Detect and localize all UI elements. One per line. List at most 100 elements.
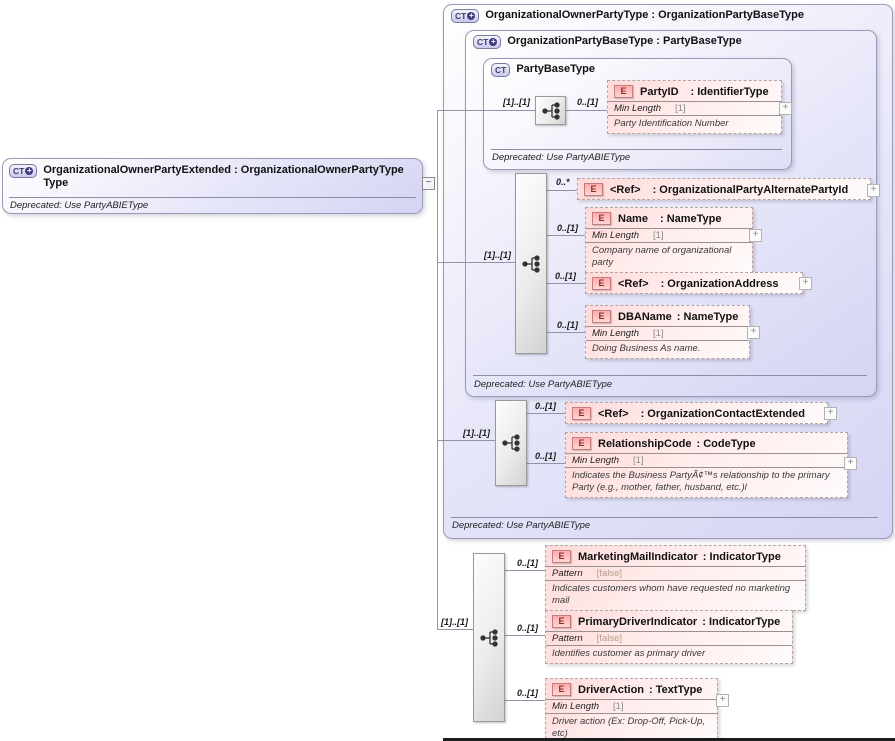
derived-plus-icon: + [467, 11, 476, 20]
sequence-compositor[interactable] [495, 400, 527, 486]
type-box-title: CT+ OrganizationPartyBaseType : PartyBas… [473, 35, 742, 49]
cardinality-label: 0..[1] [535, 451, 557, 461]
element-relationship-code[interactable]: E RelationshipCode : CodeType Min Length… [565, 432, 848, 498]
cardinality-label: [1]..[1] [503, 97, 530, 107]
divider [473, 375, 867, 376]
element-icon: E [592, 277, 611, 290]
expand-toggle[interactable]: + [747, 326, 760, 339]
expand-toggle[interactable]: + [749, 229, 762, 242]
facet-row: Pattern[false] [546, 631, 792, 645]
element-ref-organization-address[interactable]: E <Ref> : OrganizationAddress [585, 272, 803, 294]
divider [9, 197, 416, 198]
deprecated-note: Deprecated: Use PartyABIEType [10, 200, 149, 211]
cardinality-label: [1]..[1] [463, 428, 490, 438]
connector-line [545, 190, 577, 191]
type-title-text: OrganizationalOwnerPartyExtended : Organ… [43, 164, 404, 189]
element-header: E <Ref> : OrganizationalPartyAlternatePa… [578, 179, 870, 199]
expand-toggle[interactable]: + [824, 407, 837, 420]
facet-row: Pattern[false] [546, 566, 805, 580]
element-party-id[interactable]: E PartyID : IdentifierType Min Length[1]… [607, 80, 782, 134]
connector-line [503, 570, 545, 571]
element-header: E PartyID : IdentifierType [608, 81, 781, 101]
complex-type-icon: CT+ [473, 35, 502, 49]
connector-line [503, 635, 545, 636]
element-ref-organizational-party-alternate-party-id[interactable]: E <Ref> : OrganizationalPartyAlternatePa… [577, 178, 871, 200]
expand-toggle[interactable]: + [799, 277, 812, 290]
window-edge [443, 738, 895, 741]
connector-line [545, 332, 585, 333]
expand-toggle[interactable]: + [779, 102, 792, 115]
sequence-icon [480, 628, 498, 647]
element-annotation: Party Identification Number [608, 115, 781, 133]
type-title-text: OrganizationPartyBaseType : PartyBaseTyp… [507, 35, 742, 47]
type-title-text: OrganizationalOwnerPartyType : Organizat… [485, 9, 805, 21]
deprecated-note: Deprecated: Use PartyABIEType [492, 152, 631, 163]
cardinality-label: [1]..[1] [441, 617, 468, 627]
expand-toggle[interactable]: + [867, 184, 880, 197]
element-annotation: Identifies customer as primary driver [546, 645, 792, 663]
divider [491, 149, 782, 150]
connector-line [437, 110, 535, 111]
facet-row: Min Length[1] [586, 326, 749, 340]
element-icon: E [592, 212, 611, 225]
element-icon: E [572, 407, 591, 420]
sequence-icon [522, 254, 540, 273]
element-header: E Name : NameType [586, 208, 752, 228]
element-header: E RelationshipCode : CodeType [566, 433, 847, 453]
element-annotation: Company name of organizational party [586, 242, 752, 272]
facet-row: Min Length[1] [566, 453, 847, 467]
type-box-title: CT PartyBaseType [491, 63, 595, 77]
type-box-title: CT+ OrganizationalOwnerPartyType : Organ… [451, 9, 804, 23]
complex-type-icon: CT [491, 63, 511, 77]
connector-line [503, 700, 545, 701]
connector-line [545, 235, 585, 236]
connector-line [525, 413, 565, 414]
element-header: E PrimaryDriverIndicator : IndicatorType [546, 611, 792, 631]
complex-type-icon: CT+ [451, 9, 480, 23]
element-header: E <Ref> : OrganizationAddress [586, 273, 802, 293]
cardinality-label: 0..[1] [555, 271, 577, 281]
element-header: E DriverAction : TextType [546, 679, 717, 699]
facet-row: Min Length[1] [546, 699, 717, 713]
deprecated-note: Deprecated: Use PartyABIEType [452, 520, 591, 531]
element-icon: E [552, 550, 571, 563]
cardinality-label: 0..[1] [517, 558, 539, 568]
sequence-compositor[interactable] [535, 96, 566, 125]
element-icon: E [592, 310, 611, 323]
connector-line [437, 262, 515, 263]
element-icon: E [584, 183, 603, 196]
connector-line [437, 110, 438, 630]
cardinality-label: 0..[1] [535, 401, 557, 411]
facet-row: Min Length[1] [586, 228, 752, 242]
element-name[interactable]: E Name : NameType Min Length[1] Company … [585, 207, 753, 273]
cardinality-label: 0..* [556, 177, 570, 187]
sequence-icon [541, 101, 560, 120]
type-title-text: PartyBaseType [516, 63, 596, 75]
element-annotation: Indicates customers whom have requested … [546, 580, 805, 610]
type-box-organizational-owner-party-extended[interactable]: CT+ OrganizationalOwnerPartyExtended : O… [2, 158, 423, 214]
connector-line [525, 463, 565, 464]
expand-toggle[interactable]: + [716, 694, 729, 707]
sequence-icon [502, 434, 520, 452]
complex-type-icon: CT+ [9, 164, 38, 178]
sequence-compositor[interactable] [473, 553, 505, 722]
cardinality-label: 0..[1] [557, 320, 579, 330]
facet-row: Min Length[1] [608, 101, 781, 115]
element-ref-organization-contact-extended[interactable]: E <Ref> : OrganizationContactExtended [565, 402, 828, 424]
element-primary-driver-indicator[interactable]: E PrimaryDriverIndicator : IndicatorType… [545, 610, 793, 664]
cardinality-label: 0..[1] [517, 688, 539, 698]
element-icon: E [552, 683, 571, 696]
cardinality-label: 0..[1] [517, 623, 539, 633]
expand-toggle[interactable]: + [844, 457, 857, 470]
element-marketing-mail-indicator[interactable]: E MarketingMailIndicator : IndicatorType… [545, 545, 806, 611]
connector-line [437, 440, 495, 441]
sequence-compositor[interactable] [515, 173, 547, 354]
element-icon: E [572, 437, 591, 450]
collapse-toggle[interactable]: − [422, 177, 435, 190]
connector-line [563, 110, 607, 111]
cardinality-label: [1]..[1] [484, 250, 511, 260]
element-driver-action[interactable]: E DriverAction : TextType Min Length[1] … [545, 678, 718, 741]
element-dba-name[interactable]: E DBAName : NameType Min Length[1] Doing… [585, 305, 750, 359]
element-annotation: Driver action (Ex: Drop-Off, Pick-Up, et… [546, 713, 717, 741]
